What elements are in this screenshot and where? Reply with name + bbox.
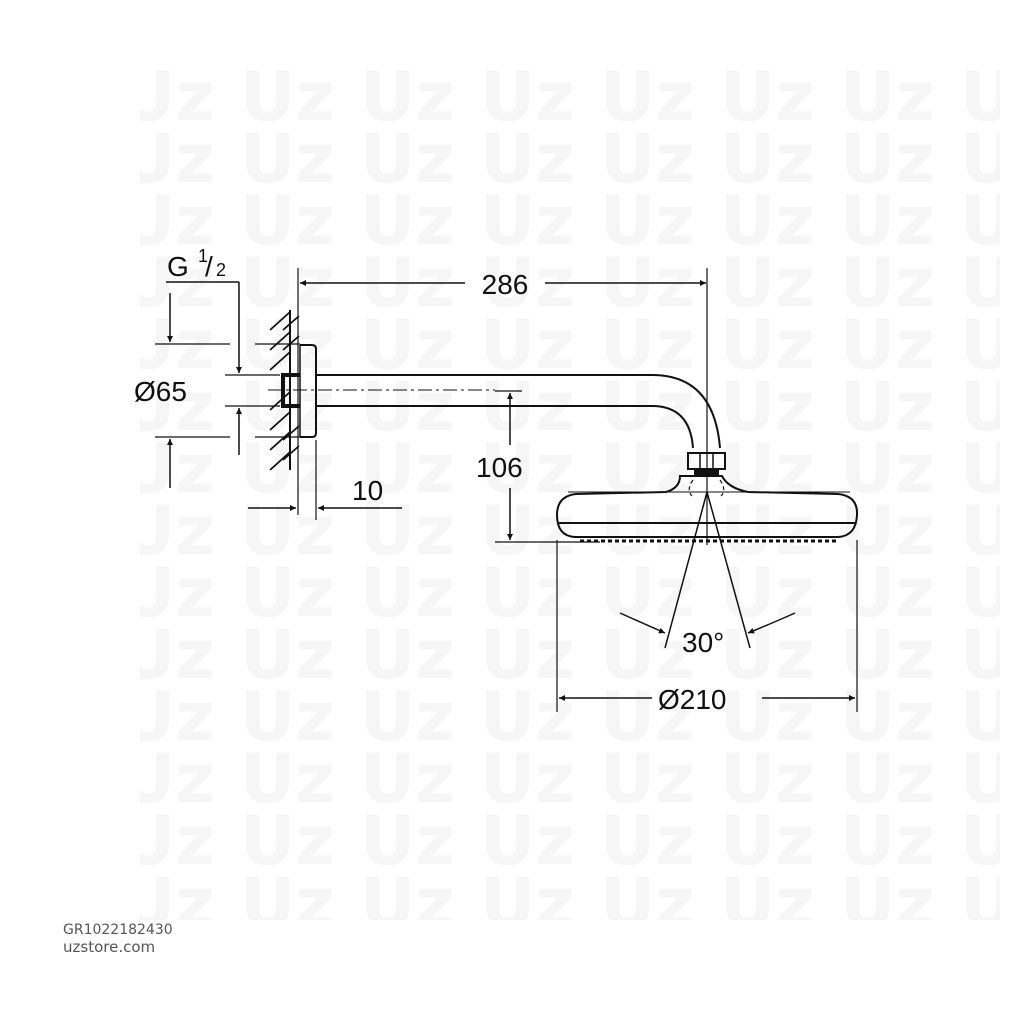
shower-arm (268, 374, 721, 449)
spray-angle-lines (664, 491, 751, 649)
dimension-arm-length: 286 (297, 268, 706, 515)
label-thread: G (167, 251, 189, 282)
label-spray-angle: 30° (682, 627, 724, 658)
label-arm-length: 286 (482, 269, 529, 300)
dimension-thread: G 1 / 2 (166, 246, 280, 455)
label-head-diameter: Ø210 (658, 684, 727, 715)
dimension-drop-height: 106 (476, 390, 600, 543)
label-drop-height: 106 (476, 452, 523, 483)
wall-hatching (269, 310, 300, 471)
label-flange-depth: 10 (352, 475, 383, 506)
dimension-flange-diameter: Ø65 (134, 293, 300, 488)
dimension-spray-angle: 30° (619, 612, 796, 658)
watermark-pattern (140, 60, 1000, 920)
footer: GR1022182430 uzstore.com (63, 922, 173, 956)
store-website: uzstore.com (63, 938, 156, 956)
dimension-flange-depth: 10 (248, 440, 402, 520)
dimension-head-diameter: Ø210 (556, 540, 858, 715)
label-thread-numerator: 1 (198, 246, 208, 266)
wall-flange (281, 344, 317, 438)
product-sku: GR1022182430 (63, 922, 173, 938)
fraction-slash: / (205, 251, 213, 282)
label-flange-diameter: Ø65 (134, 376, 187, 407)
label-thread-denominator: 2 (216, 260, 226, 280)
